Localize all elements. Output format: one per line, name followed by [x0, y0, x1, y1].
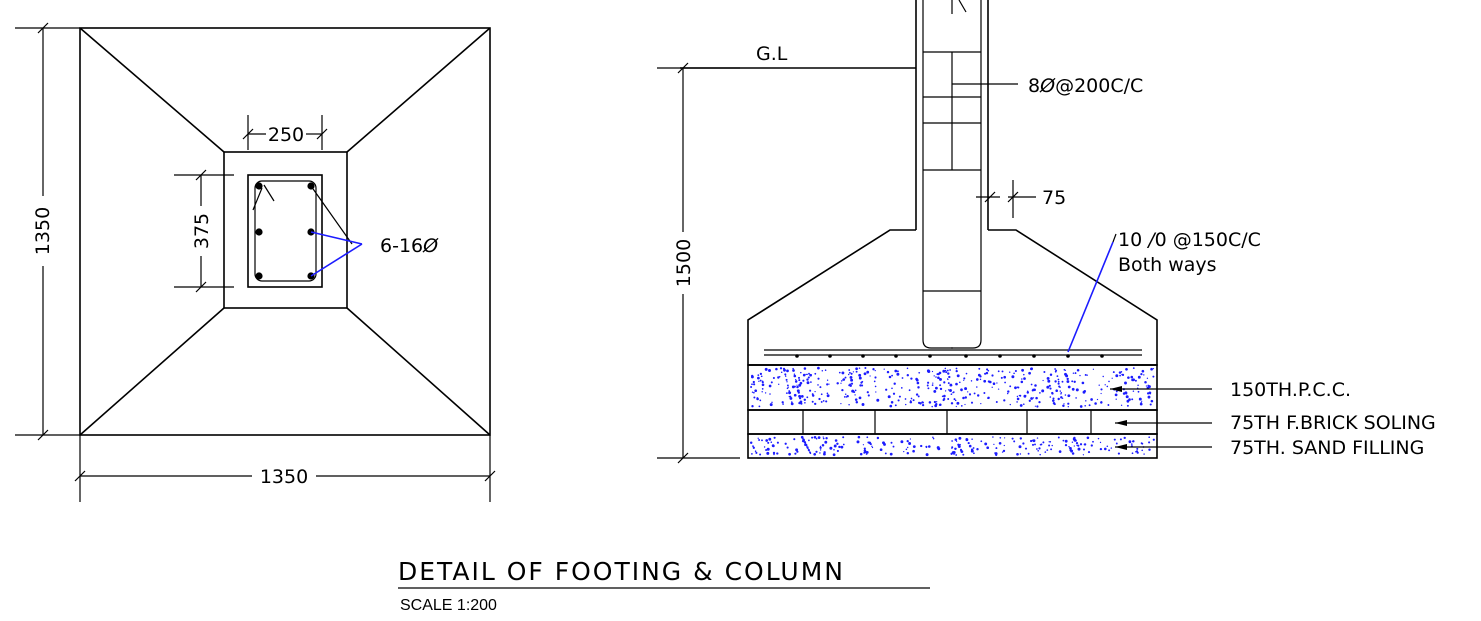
bar-leader [310, 231, 363, 245]
layer-label-pcc: 150TH.P.C.C. [1230, 379, 1351, 401]
layer-label-sand: 75TH. SAND FILLING [1230, 437, 1424, 459]
bar-leader [310, 185, 353, 245]
bar-hook [922, 339, 953, 349]
column-ties [923, 51, 981, 292]
dim-footing-height-label: 1350 [32, 207, 54, 255]
footing-section-outline [747, 229, 1158, 366]
dim-footing-width-label: 1350 [260, 466, 308, 488]
rebar-dots [255, 182, 315, 280]
ground-level-label: G.L [756, 43, 788, 65]
dim-col-width-label: 250 [268, 124, 304, 146]
slope-line [346, 307, 491, 436]
rebar-dot [255, 182, 263, 190]
slope-line [79, 307, 225, 436]
cover-label: 75 [1042, 187, 1066, 209]
pcc-speckle [750, 366, 1155, 408]
drawing-scale: SCALE 1:200 [400, 597, 497, 614]
drawing-title: DETAIL OF FOOTING & COLUMN [398, 557, 845, 586]
column-outline [247, 174, 323, 288]
dim-depth-label: 1500 [673, 239, 695, 287]
rebar-dot [255, 228, 263, 236]
mesh-leader-tick [1112, 233, 1117, 243]
layer-label-brick: 75TH F.BRICK SOLING [1230, 412, 1436, 434]
mesh-leader [1067, 241, 1114, 353]
mesh-label-line1: 10/0 @150C/C [1118, 229, 1261, 251]
stirrup-hook [263, 184, 275, 202]
brick-layer [747, 409, 1158, 435]
footing-outline [79, 27, 491, 436]
title-block: DETAIL OF FOOTING & COLUMN SCALE 1:200 [398, 557, 930, 614]
sand-layer [747, 433, 1158, 459]
footing-plan: 6-16Ø 250 375 [15, 22, 496, 502]
column-top-mark [958, 0, 967, 13]
rebar-dot [255, 272, 263, 280]
cover-dimension: 75 [976, 180, 1066, 218]
footing-section: G.L 8Ø@200C/C 75 [657, 0, 1436, 464]
bars-label: 6-16Ø [380, 235, 439, 257]
dim-col-width: 250 [242, 115, 328, 150]
bar-hook [951, 339, 982, 349]
pedestal-outline [223, 151, 348, 309]
brick-joints [802, 410, 1092, 434]
stirrup-outline [254, 180, 317, 282]
dim-col-depth-label: 375 [191, 213, 213, 249]
mesh-dots [795, 354, 1104, 358]
dim-col-depth: 375 [174, 169, 234, 293]
bar-leader [310, 243, 363, 277]
mesh-label-line2: Both ways [1118, 254, 1217, 276]
stirrup-hook [252, 187, 263, 211]
ties-label: 8Ø@200C/C [1028, 75, 1143, 97]
layer-callouts: 150TH.P.C.C. 75TH F.BRICK SOLING 75TH. S… [1110, 379, 1436, 459]
dim-footing-height: 1350 [15, 22, 80, 441]
dim-depth: 1500 [657, 62, 740, 464]
sand-speckle [749, 435, 1155, 457]
slope-line [346, 27, 491, 153]
slope-line [79, 27, 225, 153]
dim-footing-width: 1350 [74, 435, 496, 502]
